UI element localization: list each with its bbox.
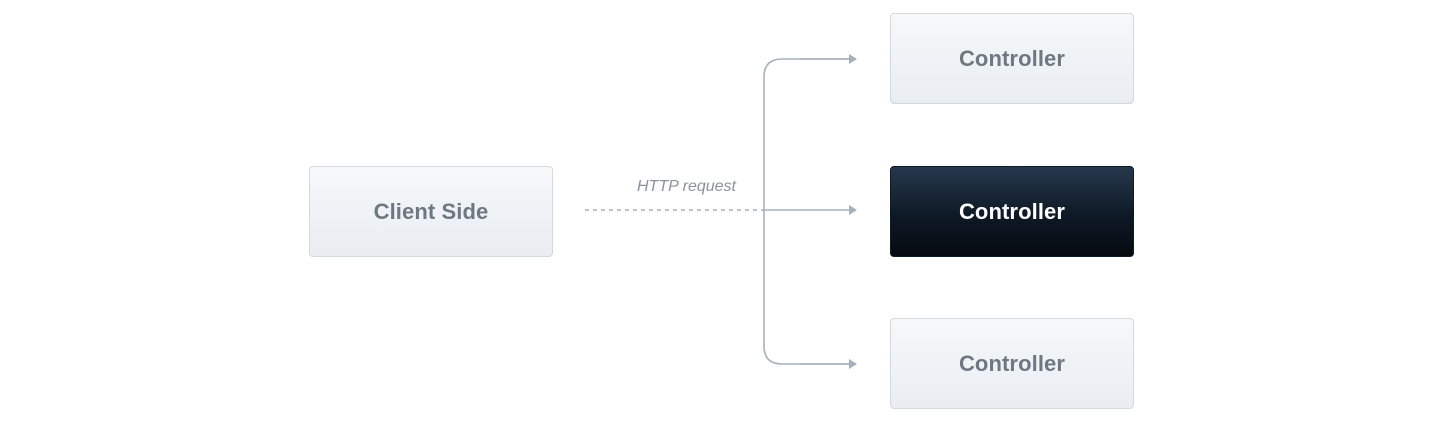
controller-node-active: Controller — [890, 166, 1134, 257]
http-request-label: HTTP request — [637, 178, 736, 195]
client-side-node: Client Side — [309, 166, 553, 257]
controller-label: Controller — [958, 198, 1066, 224]
controller-label: Controller — [958, 45, 1066, 71]
branch-trunk — [763, 58, 856, 365]
controller-node-top: Controller — [890, 13, 1134, 104]
controller-label: Controller — [958, 350, 1066, 376]
controller-node-bottom: Controller — [890, 318, 1134, 409]
client-side-label: Client Side — [373, 198, 489, 224]
